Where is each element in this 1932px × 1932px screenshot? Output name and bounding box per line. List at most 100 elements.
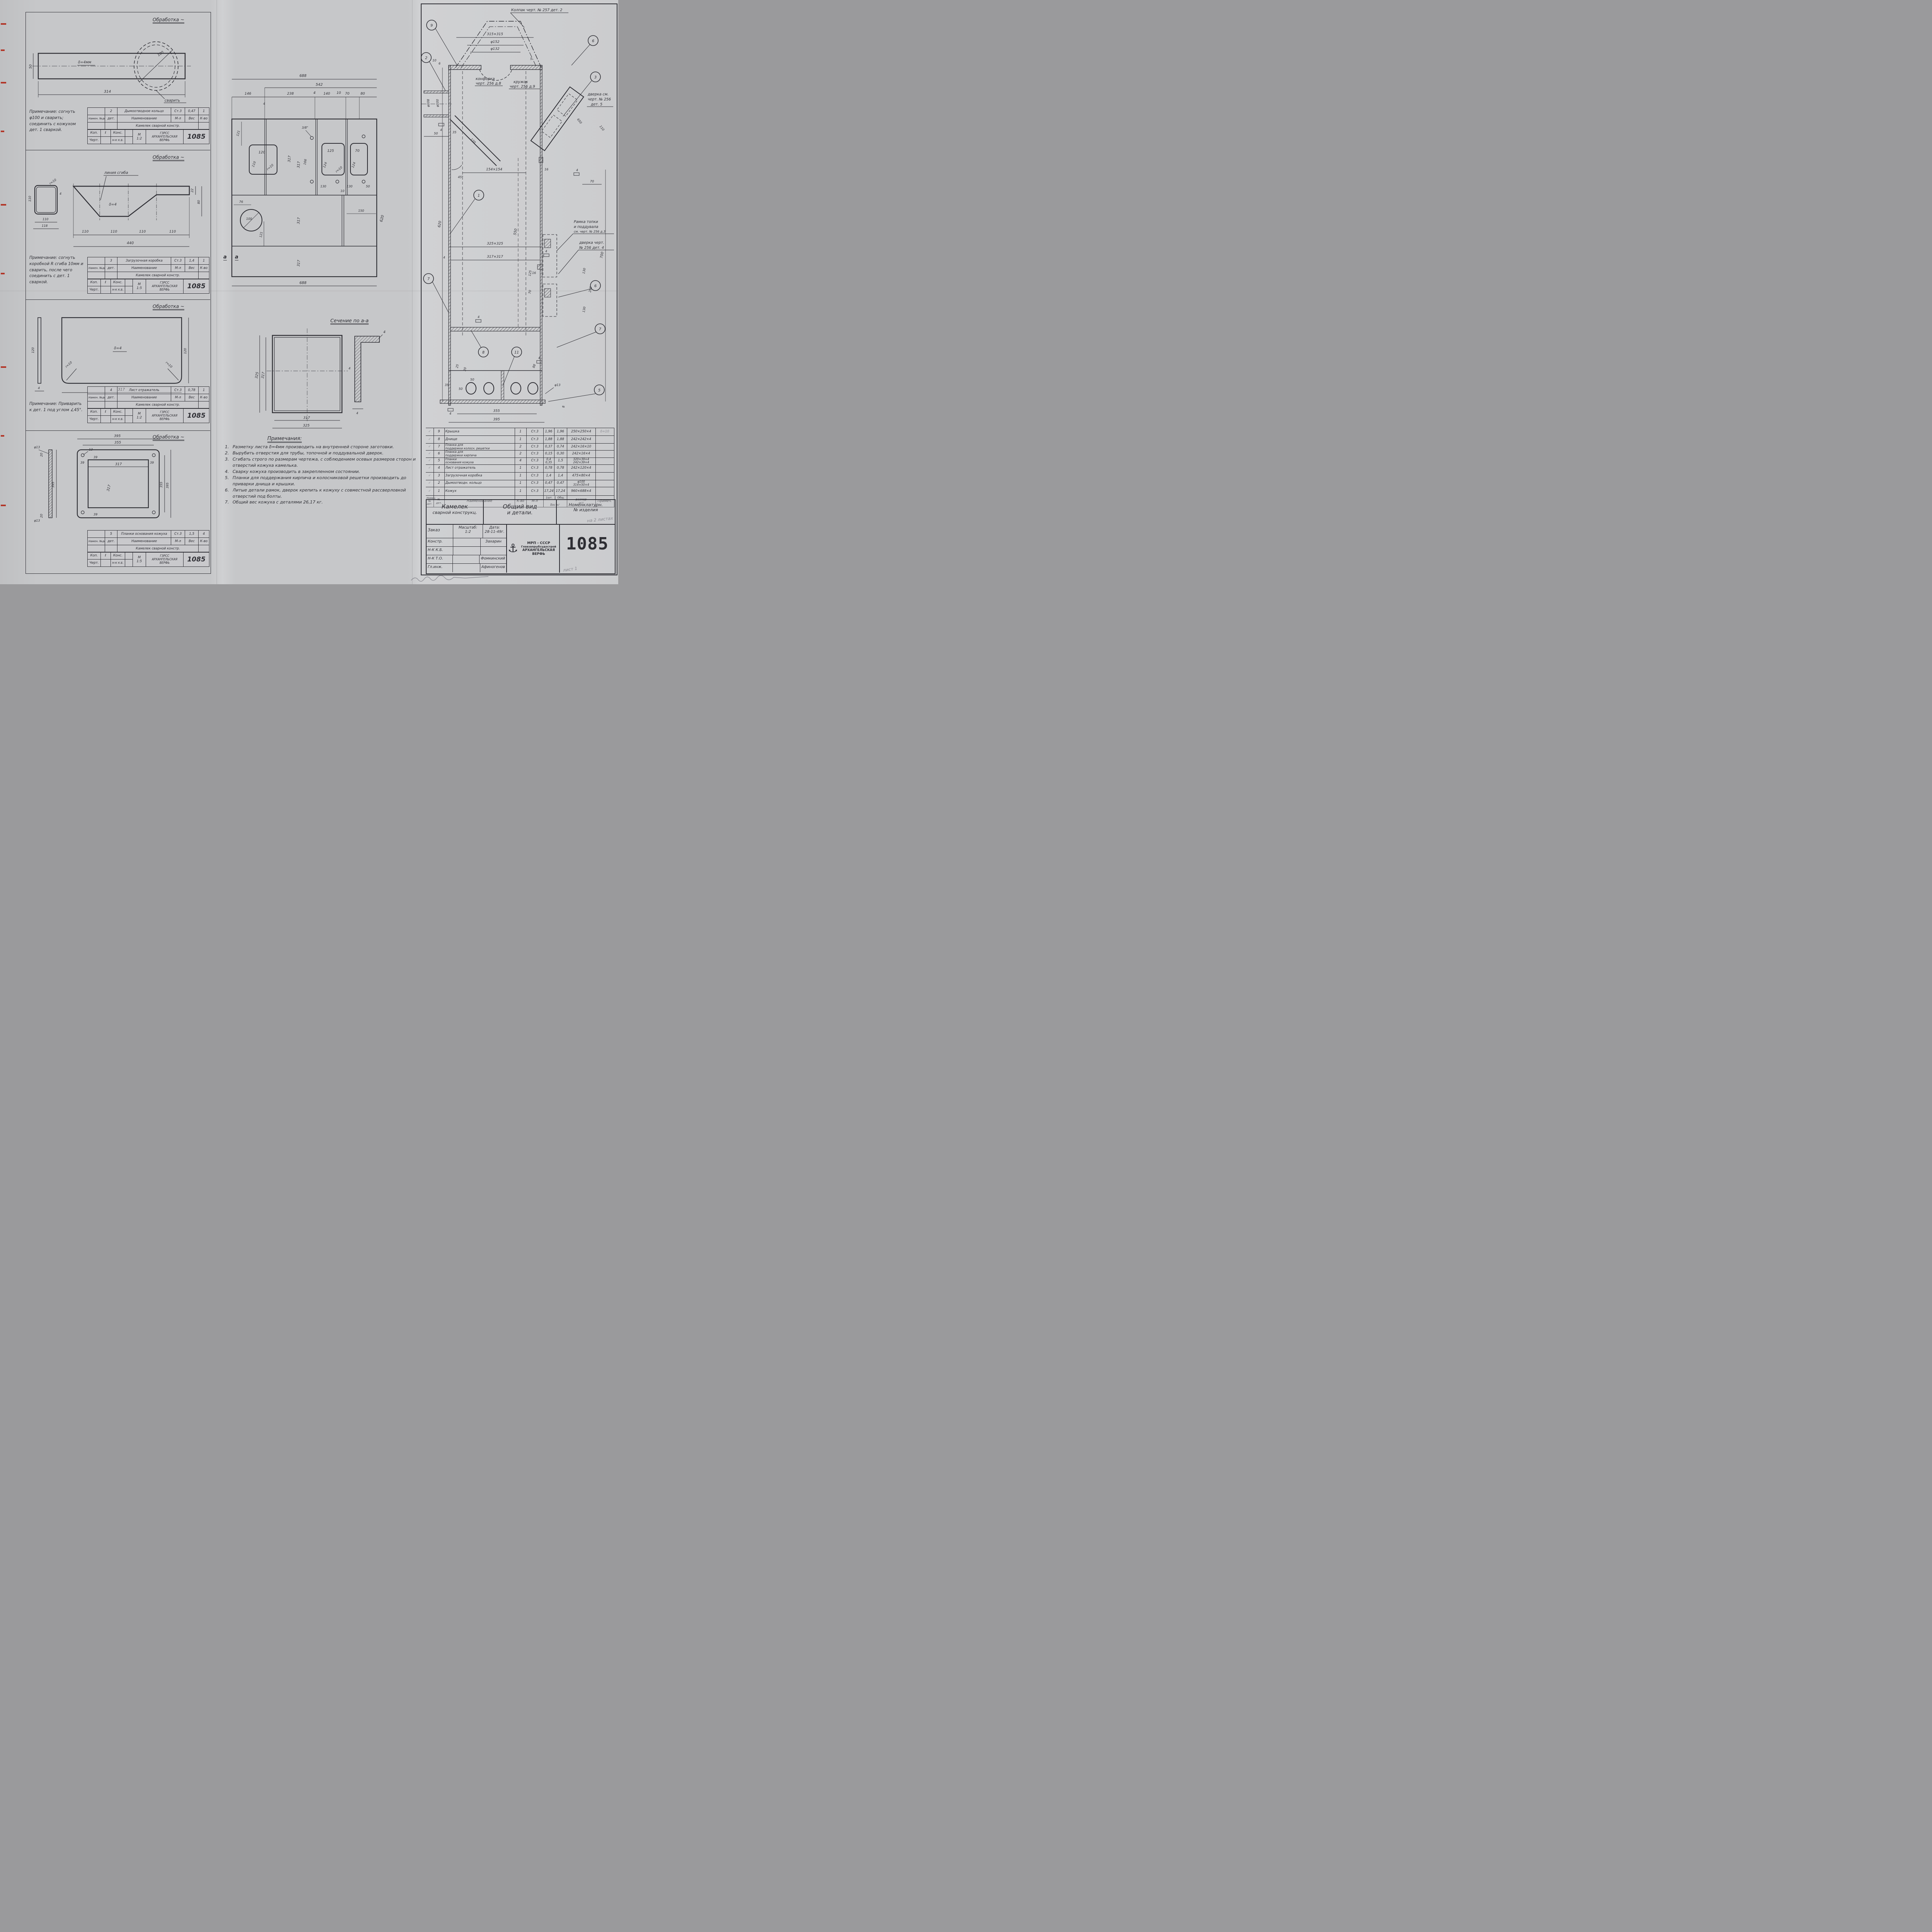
signature-mark: ℓ [100, 279, 111, 287]
svg-text:50: 50 [470, 378, 474, 381]
signature-mark: ℓ [100, 552, 111, 560]
svg-text:315×315: 315×315 [487, 32, 503, 36]
svg-text:238: 238 [287, 92, 294, 96]
side-hole-top: φ13 [34, 446, 40, 449]
svg-text:6: 6 [439, 62, 440, 65]
panel-divider-3 [26, 430, 210, 431]
panel2-note: Примечание: согнуть коробкой R сгиба 10м… [29, 255, 83, 284]
svg-text:φ100: φ100 [436, 99, 439, 107]
inner-w: 317 [115, 463, 122, 466]
project-name: Камелек сварной констр. [117, 122, 199, 130]
svg-text:25: 25 [455, 364, 459, 369]
svg-text:7: 7 [427, 277, 430, 281]
svg-text:110: 110 [111, 230, 117, 234]
part-no: 2 [104, 107, 118, 115]
svg-text:2: 2 [425, 56, 427, 60]
box-radius: r=10 [49, 178, 57, 185]
svg-text:154×154: 154×154 [486, 168, 502, 172]
svg-text:3/8": 3/8" [302, 126, 308, 129]
panel2-sketch: 110 r=10 4 110 118 линия сгиба δ=4 110 1… [28, 171, 202, 247]
blueprint-sheet: Обработка ~ 100 δ=4мм 50 314 сварить При… [0, 0, 618, 584]
box-h: 110 [28, 196, 32, 202]
svg-text:620: 620 [379, 214, 384, 222]
svg-text:4: 4 [356, 412, 358, 415]
note-item: 5.Планки для поддержания кирпича и колос… [225, 475, 406, 486]
svg-text:20: 20 [40, 514, 43, 518]
section-mark-a2: а [235, 254, 238, 260]
svg-text:4: 4 [443, 256, 445, 259]
svg-text:39: 39 [94, 513, 97, 516]
total-length: 440 [127, 241, 134, 245]
panel4-titleblock: 5 Планки основания кожуха Ст.3 1,5 4 Нам… [87, 530, 210, 567]
dim-length: 314 [104, 90, 111, 94]
svg-text:φ132: φ132 [490, 47, 499, 51]
signature-mark: ℓ [100, 129, 111, 137]
dim-thickness: δ=4мм [78, 60, 91, 65]
note-item: 6.Литые детали рамок, дверок крепить к к… [225, 487, 406, 499]
main-block-frame [421, 3, 617, 575]
pencil-note-list: лист 1 [563, 566, 578, 573]
svg-text:120: 120 [259, 151, 265, 155]
panel1-note: Примечание: согнуть φ100 и сварить; соед… [29, 109, 76, 133]
svg-text:r=10: r=10 [266, 163, 274, 171]
svg-text:6: 6 [594, 284, 597, 288]
svg-text:70: 70 [355, 149, 360, 153]
svg-text:7: 7 [599, 327, 601, 332]
panel4-title: Обработка ~ [153, 434, 185, 441]
svg-text:φ152: φ152 [490, 40, 499, 44]
svg-text:700: 700 [600, 252, 605, 259]
panel3-titleblock: 4 Лист отражатель Ст.3 0,78 1 Намен. №де… [87, 386, 210, 423]
svg-text:39: 39 [94, 456, 97, 459]
svg-text:395: 395 [166, 483, 169, 488]
svg-text:4: 4 [449, 412, 451, 415]
note-item: 2.Вырубить отверстия для трубы, топочной… [225, 450, 384, 456]
thickness: δ=4 [114, 346, 122, 350]
left-panels-frame [26, 12, 211, 574]
svg-text:11: 11 [514, 350, 519, 355]
bolt-w: 355 [114, 441, 121, 445]
svg-text:8: 8 [482, 350, 485, 355]
svg-text:4: 4 [313, 91, 316, 95]
panel-divider-2 [26, 299, 210, 300]
svg-text:Рамка топки: Рамка топки [574, 220, 598, 224]
panel3-note: Примечание: Приварить к дет. 1 под углом… [29, 401, 83, 412]
panel2-titleblock: 3 Загрузочная коробка Ст.3 1,4 1 Намен. … [87, 257, 210, 294]
svg-text:φ13: φ13 [554, 383, 560, 387]
section-aa-title: Сечение по а-а [330, 318, 369, 325]
svg-text:110: 110 [169, 230, 176, 234]
svg-text:130: 130 [582, 306, 587, 313]
svg-text:395: 395 [493, 418, 500, 422]
svg-text:130: 130 [320, 185, 326, 188]
svg-text:16: 16 [544, 168, 548, 171]
title-block: Камелек сварной конструкц. Общий вид и д… [426, 499, 616, 574]
svg-text:542: 542 [316, 83, 323, 87]
svg-text:146: 146 [245, 92, 251, 96]
svg-text:124: 124 [351, 162, 356, 168]
svg-text:35: 35 [452, 131, 456, 134]
note-item: 7.Общий вес кожуха с деталями 26,17 кг. [225, 500, 323, 505]
note-item: 3.Сгибать строго по размерам чертежа, с … [225, 456, 416, 468]
svg-text:166: 166 [303, 159, 308, 165]
section-aa-drawing: 325 317 4 317 325 4 4 [255, 328, 386, 429]
box-w2: 118 [42, 224, 48, 228]
shipyard-anchor-logo: ⚓ [508, 542, 518, 555]
svg-text:317: 317 [297, 161, 301, 168]
svg-text:140: 140 [323, 92, 330, 96]
fold-line [216, 0, 217, 584]
svg-text:130: 130 [347, 185, 352, 188]
scale-cell: Масштаб:1:2 [453, 525, 483, 538]
dim-height: 50 [29, 64, 33, 69]
svg-text:100: 100 [246, 217, 252, 221]
svg-text:80: 80 [361, 92, 365, 96]
side-left: 120 [31, 347, 35, 353]
svg-text:6: 6 [592, 39, 594, 43]
box-w: 110 [43, 218, 48, 221]
svg-text:620: 620 [437, 221, 442, 228]
thickness: δ=4 [109, 202, 117, 207]
org-name: ГЗРСС АРХАНГЕЛЬСКАЯ ВЕРФЬ [145, 129, 184, 145]
svg-text:121: 121 [236, 130, 241, 136]
